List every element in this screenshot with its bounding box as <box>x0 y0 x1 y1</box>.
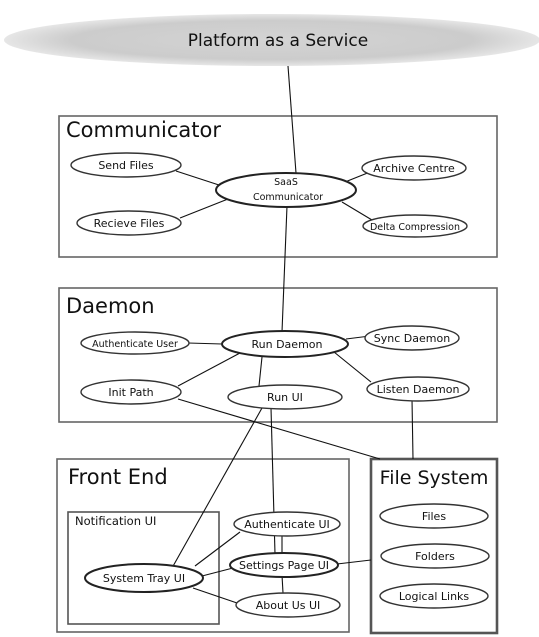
edge-tray-auth <box>194 531 241 567</box>
system-tray-ui-label: System Tray UI <box>103 572 185 585</box>
delta-compression-label: Delta Compression <box>370 222 460 233</box>
edge-init-filesystem <box>177 398 381 460</box>
authenticate-user-node: Authenticate User <box>80 331 190 355</box>
run-daemon-node: Run Daemon <box>221 330 349 358</box>
edge-cloud-saas <box>287 65 297 174</box>
front-end-title: Front End <box>68 465 168 489</box>
archive-centre-node: Archive Centre <box>361 155 467 181</box>
run-ui-label: Run UI <box>267 391 303 404</box>
edge-settings-about <box>281 574 284 594</box>
settings-page-ui-node: Settings Page UI <box>229 552 339 578</box>
folders-label: Folders <box>415 550 455 563</box>
sync-daemon-node: Sync Daemon <box>364 325 460 351</box>
edge-runui-tray <box>171 407 263 569</box>
edge-saas-rundaemon <box>281 205 288 333</box>
edge-saas-delta <box>341 201 373 221</box>
listen-daemon-node: Listen Daemon <box>366 376 470 402</box>
sync-daemon-label: Sync Daemon <box>374 332 450 345</box>
recieve-files-node: Recieve Files <box>76 210 182 236</box>
files-node: Files <box>379 503 489 529</box>
run-daemon-label: Run Daemon <box>252 338 323 351</box>
send-files-label: Send Files <box>98 159 154 172</box>
init-path-node: Init Path <box>80 379 182 405</box>
authenticate-ui-node: Authenticate UI <box>233 511 341 537</box>
settings-page-ui-label: Settings Page UI <box>239 559 329 572</box>
logical-links-node: Logical Links <box>379 583 489 609</box>
archive-centre-label: Archive Centre <box>373 162 455 175</box>
edge-rundaemon-runui <box>258 356 263 387</box>
send-files-node: Send Files <box>70 152 182 178</box>
listen-daemon-label: Listen Daemon <box>377 383 460 396</box>
logical-links-label: Logical Links <box>399 590 470 603</box>
init-path-label: Init Path <box>108 386 153 399</box>
recieve-files-label: Recieve Files <box>94 217 165 230</box>
about-us-ui-node: About Us UI <box>235 592 341 618</box>
edge-saas-recieve <box>179 198 229 219</box>
delta-compression-node: Delta Compression <box>362 214 468 238</box>
system-tray-ui-node: System Tray UI <box>84 563 204 593</box>
edge-listen-filesystem <box>411 398 414 460</box>
files-label: Files <box>422 510 446 523</box>
paas-cloud: Platform as a Service <box>4 14 539 66</box>
authenticate-user-label: Authenticate User <box>92 339 178 350</box>
authenticate-ui-label: Authenticate UI <box>244 518 330 531</box>
edge-rundaemon-listen <box>333 351 372 383</box>
edge-saas-send <box>175 170 223 187</box>
saas-communicator-line2: Communicator <box>253 192 323 203</box>
edge-rundaemon-init <box>177 352 241 387</box>
edge-saas-archive <box>344 171 371 183</box>
saas-communicator-line1: SaaS <box>274 177 298 188</box>
connectors <box>171 65 414 605</box>
about-us-ui-label: About Us UI <box>256 599 321 612</box>
run-ui-node: Run UI <box>227 384 343 410</box>
folders-node: Folders <box>380 543 490 569</box>
edge-tray-settings <box>201 567 234 577</box>
paas-cloud-label: Platform as a Service <box>188 31 368 51</box>
edge-settings-filesystem <box>336 559 372 565</box>
edge-tray-about <box>192 587 241 605</box>
daemon-title: Daemon <box>66 294 155 318</box>
communicator-title: Communicator <box>66 118 221 142</box>
file-system-title: File System <box>380 467 489 489</box>
edge-rundaemon-auth <box>187 342 223 345</box>
saas-communicator-node: SaaS Communicator <box>215 172 357 208</box>
notification-ui-title: Notification UI <box>75 514 156 528</box>
